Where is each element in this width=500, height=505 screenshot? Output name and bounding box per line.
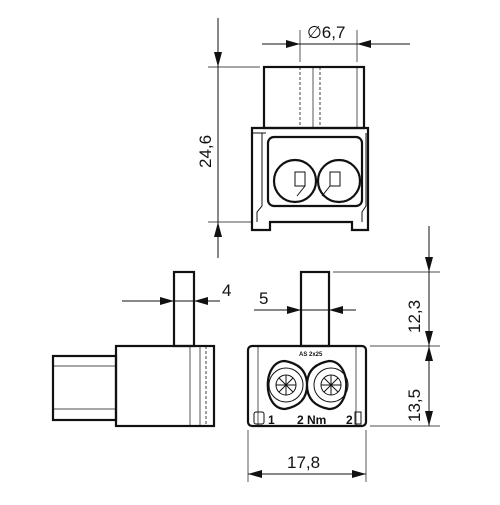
terminal-right-marking: 2	[346, 413, 353, 427]
front-view-body	[246, 344, 368, 428]
side-view-cylinder	[51, 354, 118, 422]
front-screw-right	[313, 367, 349, 403]
side-view-pin	[172, 270, 196, 348]
top-view-screw-left	[272, 158, 318, 204]
top-view	[250, 65, 370, 232]
dim-front-pin-height: 12,3	[405, 226, 433, 346]
terminal-left-box	[253, 411, 265, 425]
side-view-body	[114, 344, 216, 428]
top-view-cavity	[266, 135, 364, 208]
wire-spec-marking: AS 2x25	[299, 352, 323, 358]
front-pin-height-label: 12,3	[405, 300, 424, 333]
dim-front-pin-width: 5	[254, 289, 356, 314]
front-body-height-label: 13,5	[405, 389, 424, 422]
front-view-screw-recess	[266, 359, 348, 411]
front-view-pin	[299, 270, 331, 348]
top-diameter-label: ∅6,7	[307, 23, 345, 42]
dim-front-total-width: 17,8	[247, 430, 367, 482]
torque-marking: 2 Nm	[297, 413, 326, 427]
dim-front-body-height: 13,5	[405, 346, 433, 426]
front-pin-width-label: 5	[259, 289, 268, 308]
front-total-width-label: 17,8	[287, 453, 320, 472]
terminal-right-box	[354, 411, 362, 425]
top-height-label: 24,6	[196, 135, 215, 168]
dim-side-width: 4	[122, 281, 231, 305]
top-view-pin-body	[262, 65, 366, 130]
top-view-screw-right	[316, 158, 362, 204]
top-view-housing	[250, 126, 370, 232]
dim-top-height: 24,6	[196, 18, 260, 258]
dim-top-diameter: ∅6,7	[262, 23, 410, 62]
side-view	[51, 270, 216, 428]
terminal-left-marking: 1	[268, 413, 275, 427]
side-width-label: 4	[222, 281, 231, 300]
front-view: AS 2x25 1 2 Nm 2	[246, 270, 368, 428]
front-screw-left	[268, 367, 304, 403]
